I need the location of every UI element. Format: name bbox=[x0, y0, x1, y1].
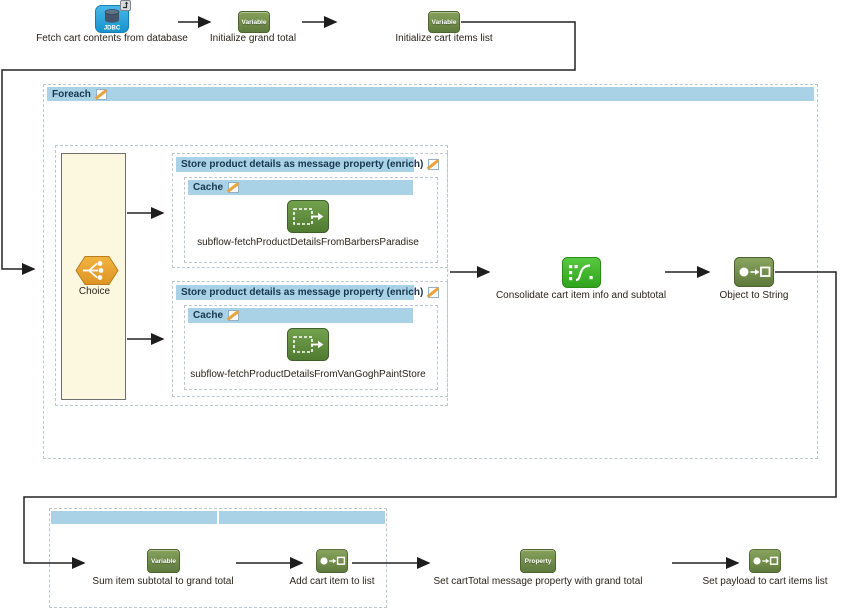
choice-icon[interactable] bbox=[75, 255, 119, 286]
edit-icon[interactable] bbox=[228, 310, 240, 321]
edit-icon[interactable] bbox=[428, 159, 440, 170]
object-to-string-icon[interactable] bbox=[314, 549, 350, 573]
edit-icon[interactable] bbox=[228, 182, 240, 193]
cache-scope-top-header[interactable]: Cache bbox=[188, 180, 413, 195]
set-cart-total-label: Set cartTotal message property with gran… bbox=[433, 576, 643, 587]
foreach-title: Foreach bbox=[52, 88, 91, 100]
object-to-string-icon[interactable] bbox=[734, 257, 774, 287]
flow-reference-icon[interactable] bbox=[287, 328, 329, 361]
add-cart-item-label: Add cart item to list bbox=[289, 576, 375, 587]
cache-scope-bottom-header[interactable]: Cache bbox=[188, 308, 413, 323]
enrich-scope-bottom-header[interactable]: Store product details as message propert… bbox=[176, 285, 440, 300]
edit-icon[interactable] bbox=[428, 287, 440, 298]
init-cart-items-label: Initialize cart items list bbox=[395, 33, 493, 44]
property-icon[interactable]: Property bbox=[520, 549, 556, 573]
subflow-vangogh-label: subflow-fetchProductDetailsFromVanGoghPa… bbox=[190, 369, 426, 380]
variable-icon-text: Variable bbox=[241, 18, 267, 26]
variable-icon[interactable]: Variable bbox=[147, 549, 180, 573]
foreach-wrapped-header-right[interactable] bbox=[219, 511, 385, 524]
consolidate-label: Consolidate cart item info and subtotal bbox=[495, 290, 667, 301]
variable-icon[interactable]: Variable bbox=[428, 11, 460, 33]
flow-reference-icon[interactable] bbox=[287, 200, 329, 233]
variable-icon-text: Variable bbox=[431, 18, 457, 26]
object-to-string-icon[interactable] bbox=[747, 549, 783, 573]
cache-bottom-title: Cache bbox=[193, 310, 224, 321]
choice-node[interactable]: Choice bbox=[61, 153, 126, 400]
init-grand-total-label: Initialize grand total bbox=[209, 33, 297, 44]
foreach-wrapped-header-left[interactable] bbox=[51, 511, 217, 524]
variable-icon-text: Variable bbox=[151, 557, 176, 565]
fetch-cart-label: Fetch cart contents from database bbox=[36, 33, 188, 44]
object-to-string-label: Object to String bbox=[719, 290, 789, 301]
message-exchange-badge-icon bbox=[120, 0, 131, 11]
property-icon-text: Property bbox=[524, 557, 552, 565]
set-payload-label: Set payload to cart items list bbox=[702, 576, 828, 587]
enrich-bottom-title: Store product details as message propert… bbox=[181, 287, 424, 298]
choice-label: Choice bbox=[78, 286, 111, 297]
subflow-barbers-label: subflow-fetchProductDetailsFromBarbersPa… bbox=[197, 237, 419, 248]
sum-item-subtotal-label: Sum item subtotal to grand total bbox=[92, 576, 234, 587]
enrich-scope-top-header[interactable]: Store product details as message propert… bbox=[176, 157, 440, 172]
variable-icon[interactable]: Variable bbox=[238, 11, 270, 33]
foreach-scope-header[interactable]: Foreach bbox=[47, 87, 814, 101]
svg-text:JDBC: JDBC bbox=[104, 26, 121, 32]
cache-top-title: Cache bbox=[193, 182, 224, 193]
enrich-top-title: Store product details as message propert… bbox=[181, 159, 424, 170]
expression-icon[interactable] bbox=[562, 257, 601, 288]
edit-icon[interactable] bbox=[95, 88, 107, 100]
